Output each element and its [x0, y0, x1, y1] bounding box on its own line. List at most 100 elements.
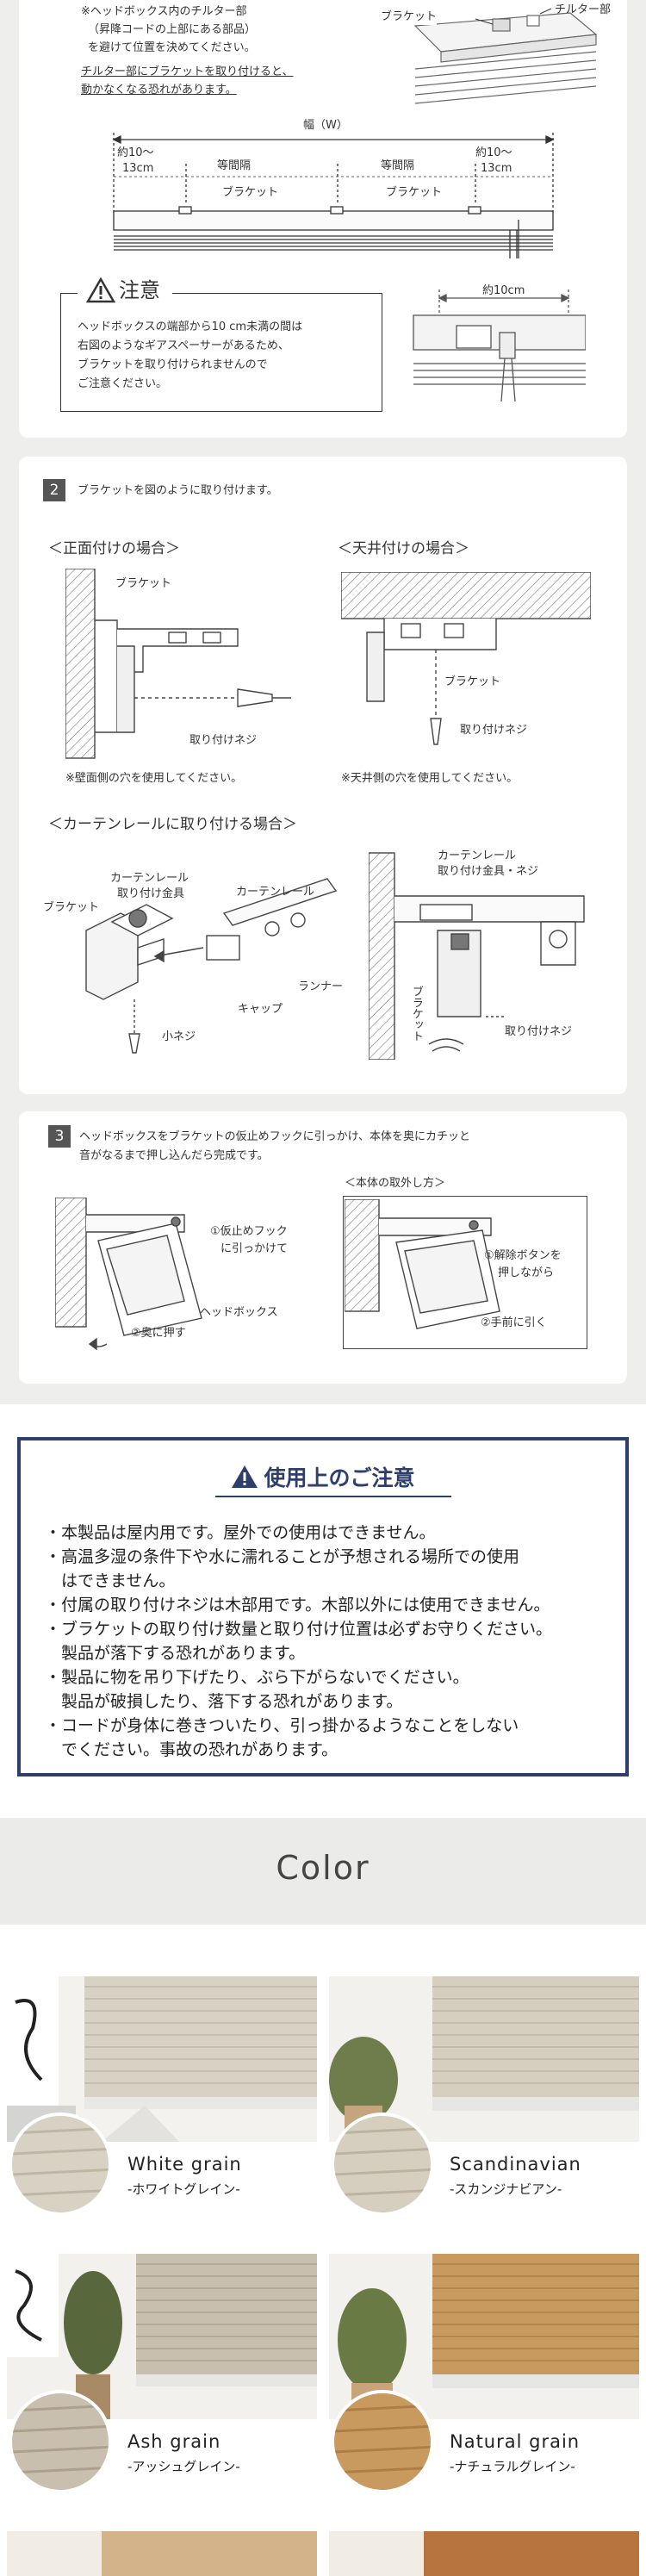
right-fitting-label-2: 取り付け金具・ネジ: [438, 865, 539, 878]
color-card-partial-right: [329, 2531, 639, 2576]
tilter-bracket-label: ブラケット: [381, 10, 438, 25]
runner-label: ランナー: [298, 980, 344, 993]
step-2-instruction: ブラケットを図のように取り付けます。: [78, 484, 278, 497]
caution-line-3: ブラケットを取り付けられませんので: [78, 358, 268, 371]
release-label-2: 押しながら: [498, 1266, 555, 1279]
safety-notice-box: 使用上のご注意 ・本製品は屋内用です。屋外での使用はできません。 ・高温多湿の条…: [17, 1437, 629, 1776]
color-section-title: Color: [276, 1849, 370, 1887]
color-name-en: Natural grain: [450, 2431, 581, 2452]
margin-right-2: 13cm: [481, 162, 512, 175]
color-photo: [7, 1976, 317, 2142]
tilter-note-3: を避けて位置を決めてください。: [88, 41, 256, 54]
remove-diagram-frame: [343, 1196, 587, 1349]
color-card-scandinavian[interactable]: Scandinavian -スカンジナビアン-: [329, 1976, 639, 2218]
push-label: ②奥に押す: [131, 1327, 186, 1340]
margin-right-1: 約10～: [475, 146, 512, 159]
ceiling-mount-title: ＜天井付けの場合＞: [338, 540, 469, 557]
rail-fitting-label-2: 取り付け金具: [117, 887, 185, 900]
caution-box: [60, 293, 382, 412]
bracket-label-b: ブラケット: [386, 186, 443, 201]
rail-bracket-label: ブラケット: [43, 901, 100, 914]
equal-spacing-2: 等間隔: [381, 159, 415, 172]
safety-item: 製品が落下する恐れがあります。: [45, 1644, 306, 1663]
release-label-1: ①解除ボタンを: [484, 1249, 562, 1262]
tilter-warning-1: チルター部にブラケットを取り付けると、: [81, 65, 294, 78]
caution-heading: 注意: [78, 274, 172, 308]
safety-item: ・コードが身体に巻きついたり、引っ掛かるようなことをしない: [45, 1716, 519, 1735]
color-swatch: [331, 2390, 434, 2493]
step-3-number: 3: [48, 1125, 71, 1148]
color-name-ja: -ナチュラルグレイン-: [450, 2459, 575, 2474]
rail-side-illustration: [369, 852, 585, 1060]
color-photo: [329, 1976, 639, 2142]
small-screw-label: 小ネジ: [162, 1030, 196, 1043]
cap-label: キャップ: [238, 1003, 283, 1016]
color-card-natural-grain[interactable]: Natural grain -ナチュラルグレイン-: [329, 2254, 639, 2495]
color-card-ash-grain[interactable]: Ash grain -アッシュグレイン-: [7, 2254, 317, 2495]
right-fitting-label-1: カーテンレール: [438, 849, 517, 862]
front-bracket-label: ブラケット: [115, 577, 172, 592]
margin-left-1: 約10～: [117, 146, 154, 159]
color-swatch: [331, 2112, 434, 2216]
tilter-warning-2: 動かなくなる恐れがあります。: [81, 84, 237, 96]
ceiling-mount-note: ※天井側の穴を使用してください。: [341, 772, 519, 785]
safety-item: ・付属の取り付けネジは木部用です。木部以外には使用できません。: [45, 1596, 550, 1615]
color-name-en: White grain: [127, 2154, 242, 2175]
front-mount-note: ※壁面側の穴を使用してください。: [65, 772, 243, 785]
rail-mount-title: ＜カーテンレールに取り付ける場合＞: [48, 816, 297, 833]
safety-item: 製品が破損したり、落下する恐れがあります。: [45, 1692, 403, 1711]
safety-item: はできません。: [45, 1571, 176, 1590]
safety-item: ・ブラケットの取り付け数量と取り付け位置は必ずお守りください。: [45, 1620, 553, 1639]
tilter-illustration: [413, 8, 598, 104]
width-label: 幅（W）: [303, 119, 348, 132]
right-bracket-label: ブラケット: [409, 986, 423, 1042]
headbox-label: ヘッドボックス: [200, 1306, 278, 1319]
safety-title-underline: [215, 1496, 451, 1497]
tilter-note-2: （昇降コードの上部にある部品）: [88, 23, 257, 36]
right-screw-label: 取り付けネジ: [505, 1025, 573, 1038]
caution-line-4: ご注意ください。: [78, 377, 168, 390]
bracket-label-a: ブラケット: [222, 186, 279, 201]
gear-spacer-illustration: [413, 289, 586, 402]
safety-item: ・本製品は屋内用です。屋外での使用はできません。: [45, 1523, 436, 1542]
rail-fitting-label-1: カーテンレール: [110, 872, 189, 885]
hook-label-1: ①仮止めフック: [210, 1225, 288, 1238]
tilter-label: チルター部: [555, 3, 612, 16]
bracket-spacing-diagram: [112, 133, 555, 258]
headbox-install-illustration: [55, 1198, 202, 1351]
margin-left-2: 13cm: [122, 162, 154, 175]
safety-heading: 使用上のご注意: [21, 1461, 625, 1492]
front-mount-title: ＜正面付けの場合＞: [48, 540, 180, 557]
color-name-en: Scandinavian: [450, 2154, 581, 2175]
warning-icon: [86, 277, 115, 303]
color-swatch: [9, 2112, 112, 2216]
equal-spacing-1: 等間隔: [217, 159, 252, 172]
color-name-ja: -ホワイトグレイン-: [127, 2181, 240, 2197]
safety-title: 使用上のご注意: [264, 1465, 415, 1490]
gear-spacer-dim: 約10cm: [482, 284, 525, 297]
ceiling-screw-label: 取り付けネジ: [460, 724, 528, 737]
color-card-partial-left: [7, 2531, 317, 2576]
color-name-en: Ash grain: [127, 2431, 221, 2452]
warning-icon: [232, 1465, 258, 1488]
safety-item: でください。事故の恐れがあります。: [45, 1740, 339, 1759]
ceiling-bracket-label: ブラケット: [444, 675, 501, 690]
color-photo: [7, 2254, 317, 2419]
headbox-remove-illustration: [345, 1199, 500, 1329]
color-card-white-grain[interactable]: White grain -ホワイトグレイン-: [7, 1976, 317, 2218]
rail-mount-illustration: [85, 878, 338, 1054]
caution-line-1: ヘッドボックスの端部から10 cm未満の間は: [78, 320, 303, 333]
safety-item: ・高温多湿の条件下や水に濡れることが予想される場所での使用: [45, 1547, 520, 1566]
caution-title: 注意: [119, 278, 160, 302]
safety-item: ・製品に物を吊り下げたり、ぶら下がらないでください。: [45, 1668, 469, 1687]
remove-title: ＜本体の取外し方＞: [345, 1177, 446, 1190]
pull-label: ②手前に引く: [481, 1316, 547, 1329]
front-mount-illustration: [65, 569, 291, 759]
color-name-ja: -スカンジナビアン-: [450, 2181, 562, 2197]
step-2-number: 2: [43, 479, 65, 501]
rail-label: カーテンレール: [236, 886, 315, 899]
color-section-header: Color: [0, 1818, 646, 1925]
hook-label-2: に引っかけて: [221, 1242, 289, 1255]
step-3-line-1: ヘッドボックスをブラケットの仮止めフックに引っかけ、本体を奥にカチッと: [79, 1130, 470, 1143]
front-screw-label: 取り付けネジ: [189, 734, 258, 747]
